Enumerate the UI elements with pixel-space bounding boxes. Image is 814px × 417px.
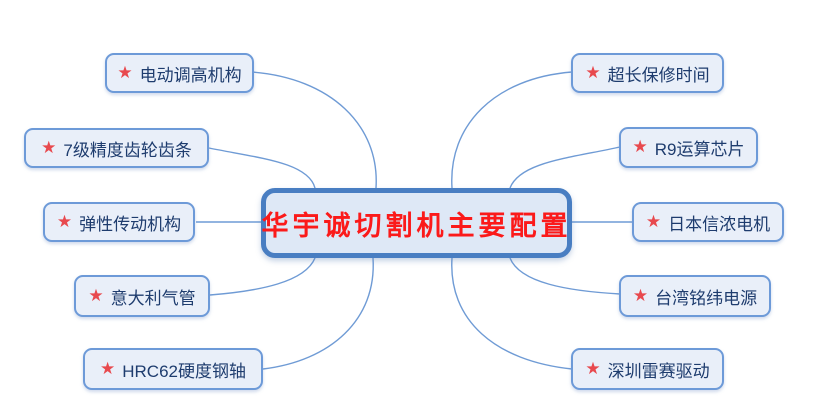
connector-right-4 <box>509 257 621 295</box>
star-icon: ★ <box>117 62 133 82</box>
connector-right-1 <box>451 71 573 189</box>
branch-label: 意大利气管 <box>110 288 196 308</box>
branch-label: R9运算芯片 <box>654 140 745 159</box>
branch-node-right-2[interactable]: ★ R9运算芯片 <box>619 127 758 168</box>
branch-label: HRC62硬度钢轴 <box>122 361 246 381</box>
connector-right-2 <box>509 146 621 189</box>
star-icon: ★ <box>632 137 648 156</box>
connector-left-2 <box>208 147 316 189</box>
star-icon: ★ <box>100 358 116 378</box>
branch-label: 弹性传动机构 <box>79 214 182 234</box>
star-icon: ★ <box>585 62 601 82</box>
branch-node-left-2[interactable]: ★ 7级精度齿轮齿条 <box>24 128 209 168</box>
branch-label: 超长保修时间 <box>607 65 710 85</box>
star-icon: ★ <box>585 358 601 378</box>
branch-label: 电动调高机构 <box>139 65 242 85</box>
branch-node-right-4[interactable]: ★ 台湾铭纬电源 <box>619 275 771 317</box>
branch-node-left-4[interactable]: ★ 意大利气管 <box>74 275 210 317</box>
star-icon: ★ <box>56 211 73 231</box>
central-topic-label: 华宇诚切割机主要配置 <box>261 210 572 242</box>
star-icon: ★ <box>88 285 104 305</box>
branch-label: 7级精度齿轮齿条 <box>63 140 192 160</box>
branch-node-right-3[interactable]: ★ 日本信浓电机 <box>632 202 784 242</box>
branch-node-left-5[interactable]: ★ HRC62硬度钢轴 <box>83 348 263 390</box>
connector-right-5 <box>451 257 573 370</box>
branch-node-right-1[interactable]: ★ 超长保修时间 <box>571 53 724 93</box>
connector-left-5 <box>262 257 374 370</box>
central-topic-node[interactable]: 华宇诚切割机主要配置 <box>261 188 572 258</box>
branch-label: 日本信浓电机 <box>668 214 771 234</box>
star-icon: ★ <box>41 137 57 157</box>
branch-label: 深圳雷赛驱动 <box>607 361 710 381</box>
star-icon: ★ <box>632 285 649 305</box>
branch-node-left-1[interactable]: ★ 电动调高机构 <box>105 53 254 93</box>
branch-node-right-5[interactable]: ★ 深圳雷赛驱动 <box>571 348 724 390</box>
branch-node-left-3[interactable]: ★ 弹性传动机构 <box>43 202 195 242</box>
branch-label: 台湾铭纬电源 <box>655 288 758 308</box>
connector-left-1 <box>251 71 377 189</box>
connector-left-4 <box>209 257 316 296</box>
star-icon: ★ <box>645 211 662 231</box>
